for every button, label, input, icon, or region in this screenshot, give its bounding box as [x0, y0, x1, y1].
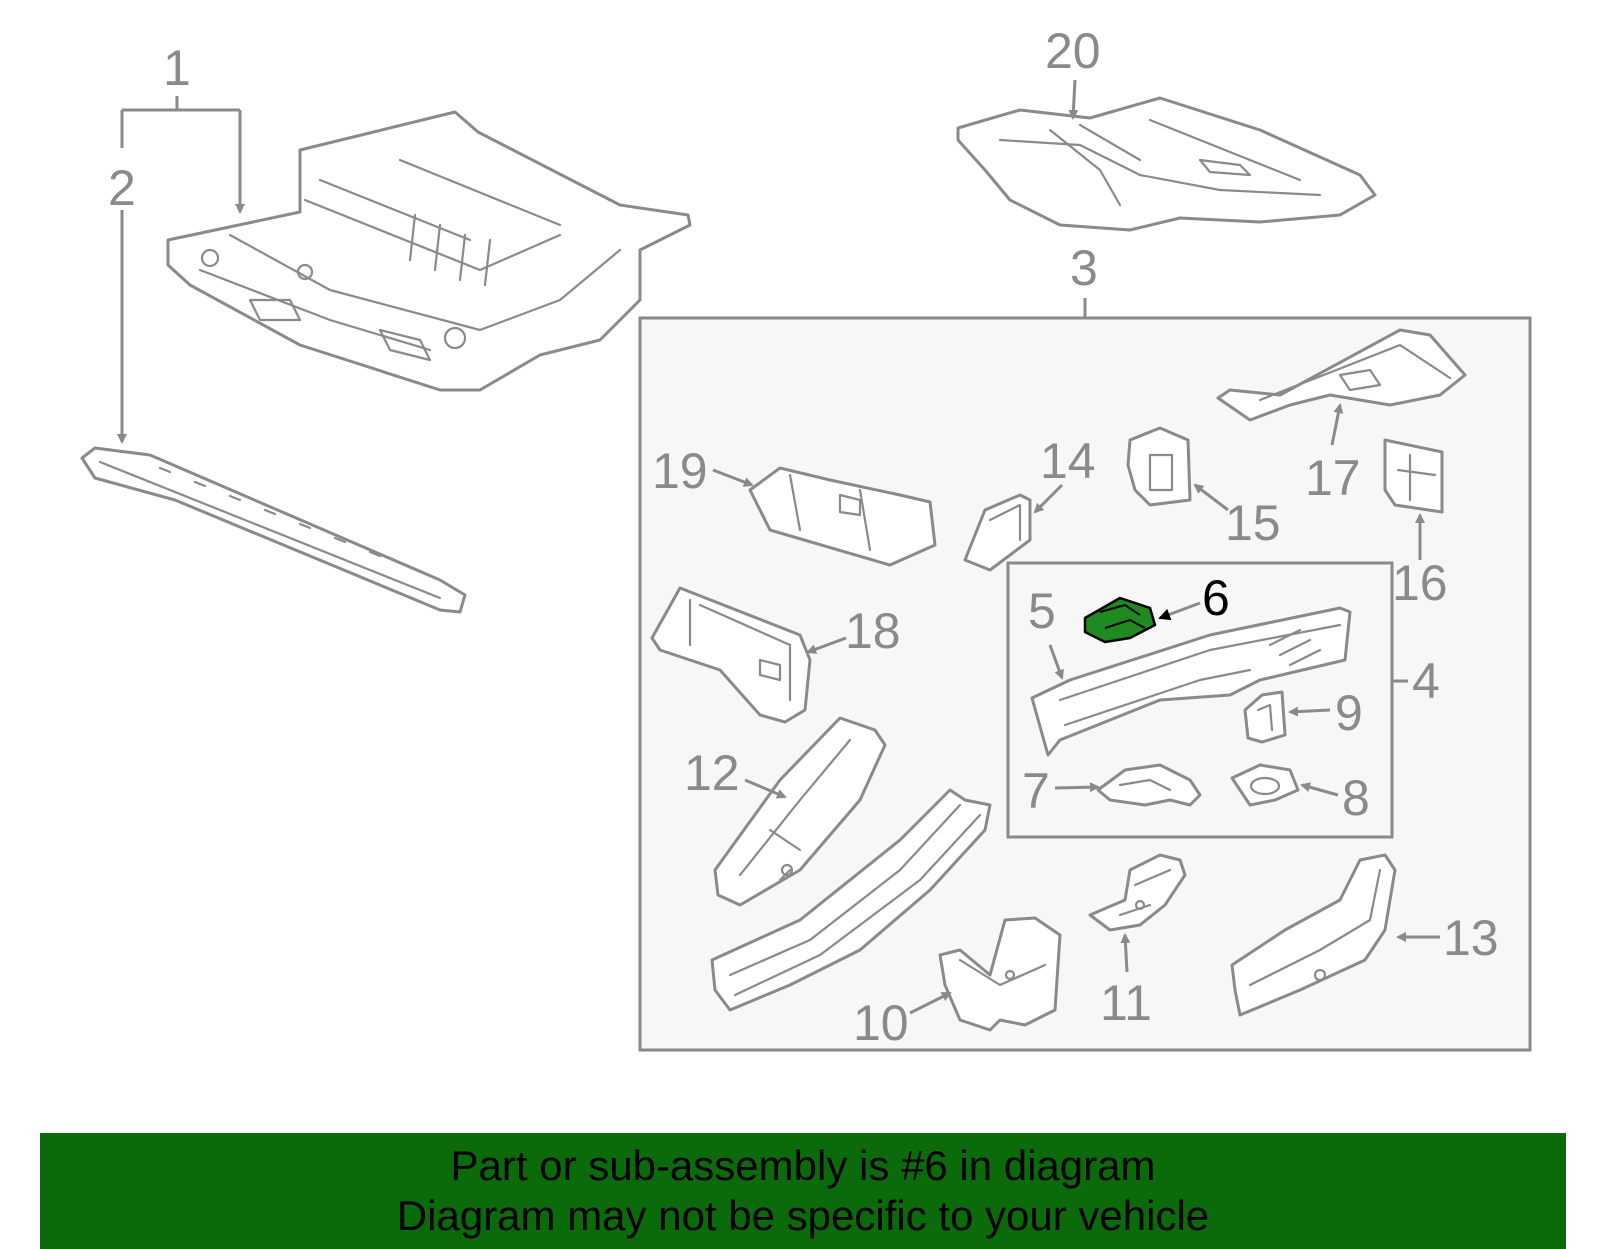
part-5-rail[interactable]: [1030, 606, 1352, 757]
leader-1-2: [120, 96, 240, 148]
callout-8: 8: [1342, 770, 1370, 826]
callout-10: 10: [853, 995, 909, 1051]
callout-13: 13: [1443, 910, 1499, 966]
part-20-floor-pan[interactable]: [956, 96, 1377, 232]
leader-8: [1300, 782, 1339, 797]
callout-15: 15: [1225, 495, 1281, 551]
part-1-floor-pan[interactable]: [166, 110, 692, 392]
info-banner: Part or sub-assembly is #6 in diagram Di…: [40, 1133, 1566, 1249]
callout-3: 3: [1070, 240, 1098, 296]
callout-18: 18: [845, 603, 901, 659]
leader-19: [712, 468, 754, 487]
callout-20: 20: [1045, 23, 1101, 79]
leader-11: [1120, 933, 1131, 973]
callout-17: 17: [1305, 450, 1361, 506]
callout-12: 12: [684, 745, 740, 801]
callout-5: 5: [1028, 583, 1056, 639]
leader-17: [1330, 403, 1344, 446]
leader-9: [1288, 706, 1331, 717]
part-9-bracket[interactable]: [1243, 690, 1287, 744]
leader-15: [1193, 483, 1229, 512]
callout-4: 4: [1412, 653, 1440, 709]
part-13-rail[interactable]: [1230, 853, 1397, 1017]
leader-18: [806, 636, 847, 654]
part-17-panel[interactable]: [1216, 328, 1467, 422]
callout-6: 6: [1202, 570, 1230, 626]
callout-14: 14: [1040, 433, 1096, 489]
callout-7: 7: [1022, 763, 1050, 819]
part-11-bracket[interactable]: [1088, 853, 1187, 932]
leader-12: [744, 778, 787, 799]
part-8-plate[interactable]: [1230, 763, 1300, 807]
leader-20: [1068, 79, 1079, 120]
callout-11: 11: [1100, 975, 1152, 1031]
callout-19: 19: [652, 443, 708, 499]
part-19-extension[interactable]: [748, 466, 937, 567]
part-long-rail[interactable]: [710, 788, 992, 1012]
part-14-gusset[interactable]: [963, 493, 1032, 572]
part-6-highlighted[interactable]: [1083, 596, 1157, 644]
part-10-bracket[interactable]: [938, 916, 1062, 1032]
leader-6: [1158, 601, 1201, 621]
callout-9: 9: [1335, 685, 1363, 741]
leader-7: [1054, 782, 1100, 793]
part-7-bracket[interactable]: [1096, 763, 1202, 807]
banner-line-1: Part or sub-assembly is #6 in diagram: [450, 1142, 1156, 1189]
callout-2: 2: [108, 160, 136, 216]
part-18-rail[interactable]: [650, 586, 812, 724]
part-12-rail[interactable]: [713, 716, 887, 907]
part-16-plate[interactable]: [1383, 438, 1444, 514]
part-15-bracket[interactable]: [1126, 426, 1192, 507]
banner-line-2: Diagram may not be specific to your vehi…: [396, 1192, 1210, 1239]
leader-14: [1033, 483, 1064, 514]
callout-1: 1: [163, 40, 191, 96]
callout-16: 16: [1392, 555, 1448, 611]
leader-5: [1048, 644, 1064, 680]
leader-10: [909, 991, 952, 1015]
part-2-crossmember[interactable]: [80, 446, 467, 614]
